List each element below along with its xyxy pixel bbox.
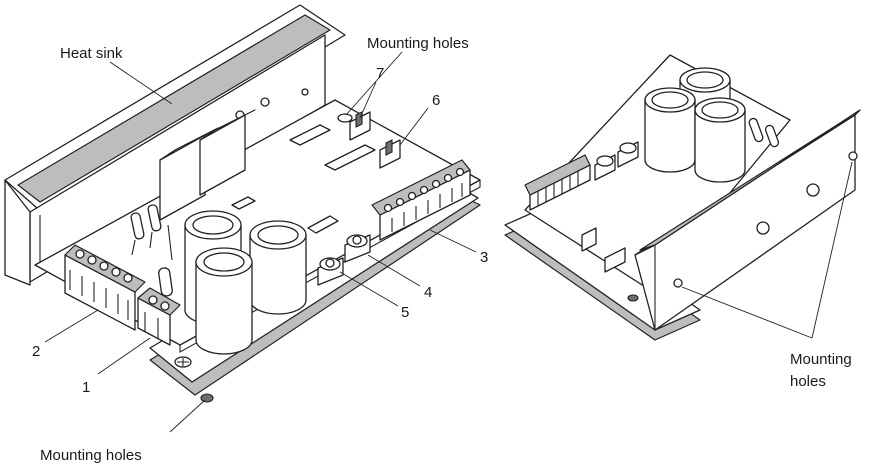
relay-block xyxy=(159,109,256,221)
terminal-strip-right xyxy=(524,154,591,211)
terminal-block-1 xyxy=(137,287,181,346)
label-mounting-holes-top: Mounting holes xyxy=(367,35,469,52)
left-view xyxy=(4,4,481,403)
label-mounting-holes-right-1: Mounting xyxy=(790,351,852,368)
label-mounting-holes-bottom: Mounting holes xyxy=(40,447,142,464)
label-mounting-holes-right-2: holes xyxy=(790,373,826,390)
leader-lines xyxy=(44,51,853,433)
resistors xyxy=(130,204,173,297)
text-labels: Heat sink Mounting holes Mounting holes … xyxy=(32,35,852,464)
capacitors-right xyxy=(644,67,746,183)
jumper-7 xyxy=(337,111,371,141)
callout-5: 5 xyxy=(401,304,409,321)
callout-4: 4 xyxy=(424,284,432,301)
mounting-hole-right-1 xyxy=(848,151,858,161)
capacitors xyxy=(184,210,307,355)
heat-sink-right xyxy=(634,109,861,331)
potentiometer-5 xyxy=(317,257,344,286)
mounting-hole-right-2 xyxy=(673,278,683,288)
callout-7: 7 xyxy=(376,65,384,82)
right-view xyxy=(504,54,861,341)
label-heat-sink: Heat sink xyxy=(60,45,123,62)
terminal-block-3 xyxy=(371,159,471,241)
jumper-6 xyxy=(379,139,401,169)
mounting-hole-front xyxy=(200,393,214,403)
potentiometer-4 xyxy=(344,234,371,263)
callout-1: 1 xyxy=(82,379,90,396)
terminal-block-2 xyxy=(64,244,146,331)
callout-2: 2 xyxy=(32,343,40,360)
callout-3: 3 xyxy=(480,249,488,266)
chips xyxy=(231,124,376,234)
mounting-hole-board xyxy=(337,113,353,123)
callout-6: 6 xyxy=(432,92,440,109)
